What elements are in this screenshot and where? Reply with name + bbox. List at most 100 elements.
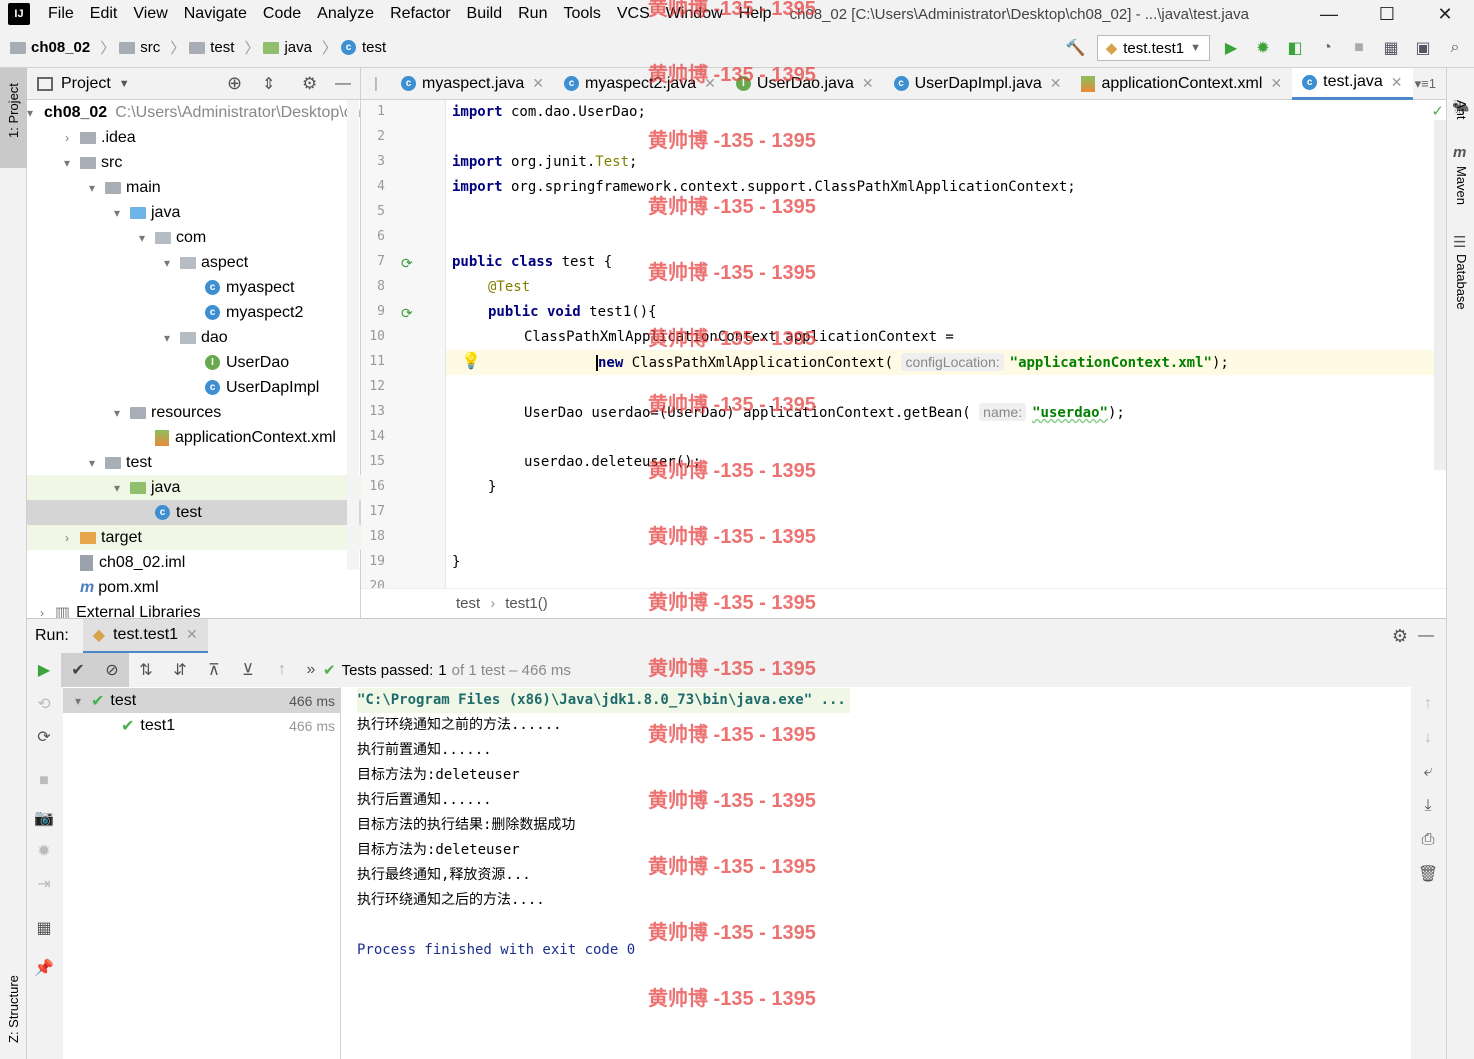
more-icon[interactable]: »: [306, 661, 316, 678]
console-output[interactable]: "C:\Program Files (x86)\Java\jdk1.8.0_73…: [341, 687, 1411, 1059]
show-ignored-icon[interactable]: ⊘: [95, 653, 129, 687]
menu-vcs[interactable]: VCS: [616, 5, 650, 22]
chevron-down-icon[interactable]: ▾: [113, 480, 121, 495]
chevron-down-icon[interactable]: ▾: [113, 405, 121, 420]
menu-navigate[interactable]: Navigate: [183, 5, 247, 22]
locate-target-icon[interactable]: ⊕: [227, 73, 243, 93]
structure-tool-tab[interactable]: Z: Structure: [0, 948, 27, 1048]
menu-analyze[interactable]: Analyze: [317, 5, 375, 22]
tab-applicationcontext-xml[interactable]: applicationContext.xml✕: [1071, 68, 1292, 100]
maven-tool-tab[interactable]: Maven: [1454, 166, 1469, 206]
tree-item-com[interactable]: ▾com: [27, 225, 361, 250]
run-tab-test-test1[interactable]: ◆ test.test1 ✕: [82, 618, 208, 654]
menu-edit[interactable]: Edit: [89, 5, 118, 22]
close-icon[interactable]: ✕: [704, 75, 716, 91]
profile-icon[interactable]: ◔: [1322, 39, 1332, 56]
chevron-down-icon[interactable]: ▾: [63, 155, 71, 170]
close-icon[interactable]: ✕: [186, 626, 198, 642]
menu-file[interactable]: File: [48, 5, 74, 22]
close-icon[interactable]: ✕: [861, 75, 874, 91]
close-icon[interactable]: ✕: [1049, 75, 1062, 91]
tree-item-src[interactable]: ▾src: [27, 150, 361, 175]
coverage-icon[interactable]: ◧: [1287, 40, 1303, 57]
menu-run[interactable]: Run: [518, 5, 548, 22]
import-tests-icon[interactable]: ⇥: [37, 875, 51, 893]
test-result-row-method[interactable]: ✔ test1 466 ms: [63, 713, 341, 738]
layout-icon[interactable]: ▦: [36, 920, 52, 937]
project-structure-icon[interactable]: ▦: [1383, 40, 1399, 57]
chevron-right-icon[interactable]: ›: [65, 130, 69, 145]
breadcrumb-src[interactable]: src: [119, 39, 160, 56]
build-hammer-icon[interactable]: 🔨: [1065, 40, 1086, 57]
chevron-right-icon[interactable]: ›: [65, 530, 69, 545]
close-window-button[interactable]: ✕: [1437, 3, 1453, 24]
breadcrumb-test[interactable]: test: [189, 39, 234, 56]
tree-item--idea[interactable]: ›.idea: [27, 125, 361, 150]
gear-icon[interactable]: ⚙: [1391, 625, 1408, 646]
chevron-down-icon[interactable]: ▾: [138, 230, 146, 245]
chevron-down-icon[interactable]: ▾: [88, 180, 96, 195]
menu-code[interactable]: Code: [262, 5, 302, 22]
tab-overflow-icon[interactable]: ▾≡1: [1414, 75, 1436, 91]
run-configuration-select[interactable]: ◆ test.test1 ▼: [1096, 35, 1210, 61]
chevron-down-icon[interactable]: ▾: [88, 455, 96, 470]
chevron-down-icon[interactable]: ▾: [163, 255, 171, 270]
rerun-icon[interactable]: ▶: [37, 662, 51, 679]
hide-panel-icon[interactable]: —: [335, 74, 351, 92]
tree-item-dao[interactable]: ▾dao: [27, 325, 361, 350]
tree-item-java[interactable]: ▾java: [27, 475, 361, 500]
stop-icon[interactable]: ■: [39, 772, 49, 789]
search-icon[interactable]: ⌕: [1450, 39, 1460, 56]
project-scrollbar[interactable]: [347, 100, 359, 570]
tree-item-external-libraries[interactable]: ›▥External Libraries: [27, 600, 361, 625]
breadcrumb-method[interactable]: test1(): [505, 595, 548, 612]
scroll-to-end-icon[interactable]: ⤓: [1424, 797, 1432, 814]
show-passed-icon[interactable]: ✔: [61, 653, 95, 687]
chevron-right-icon[interactable]: ›: [40, 605, 44, 620]
pin-icon[interactable]: 📌: [34, 960, 54, 977]
tree-item-main[interactable]: ▾main: [27, 175, 361, 200]
sort-duration-icon[interactable]: ⇵: [173, 662, 187, 679]
breadcrumb-java[interactable]: java: [263, 39, 312, 56]
minimize-button[interactable]: —: [1320, 3, 1338, 24]
collapse-all-icon[interactable]: ⊻: [242, 662, 254, 679]
menu-tools[interactable]: Tools: [563, 5, 601, 22]
test-result-row-class[interactable]: ▾ ✔ test 466 ms: [63, 688, 341, 713]
sort-alphabetically-icon[interactable]: ⇅: [139, 662, 153, 679]
menu-view[interactable]: View: [133, 5, 168, 22]
menu-window[interactable]: Window: [665, 5, 723, 22]
gear-icon[interactable]: ⚙: [302, 73, 318, 93]
tree-item-applicationcontext-xml[interactable]: applicationContext.xml: [27, 425, 361, 450]
chevron-down-icon[interactable]: ▾: [27, 105, 34, 120]
run-gutter-icon[interactable]: ⟳: [401, 305, 413, 321]
inspection-ok-icon[interactable]: ✓: [1431, 103, 1444, 120]
database-tool-tab[interactable]: Database: [1454, 254, 1469, 310]
ant-tool-tab[interactable]: Ant: [1454, 100, 1469, 120]
menu-help[interactable]: Help: [738, 5, 772, 22]
chevron-down-icon[interactable]: ▼: [118, 77, 130, 90]
tree-item-test[interactable]: ▾test: [27, 450, 361, 475]
breadcrumb-class[interactable]: test: [456, 595, 481, 612]
project-view-select[interactable]: Project: [61, 74, 111, 92]
run-gutter-icon[interactable]: ⟳: [401, 255, 413, 271]
stop-icon[interactable]: ■: [1354, 39, 1364, 56]
expand-all-icon[interactable]: ⊼: [208, 662, 220, 679]
chevron-down-icon[interactable]: ▾: [74, 693, 82, 708]
close-icon[interactable]: ✕: [532, 75, 544, 91]
tree-item-ch08-02-iml[interactable]: ch08_02.iml: [27, 550, 361, 575]
soft-wrap-icon[interactable]: ⤶: [1423, 763, 1433, 780]
close-icon[interactable]: ✕: [1390, 73, 1403, 90]
print-icon[interactable]: ⎙: [1421, 831, 1435, 848]
